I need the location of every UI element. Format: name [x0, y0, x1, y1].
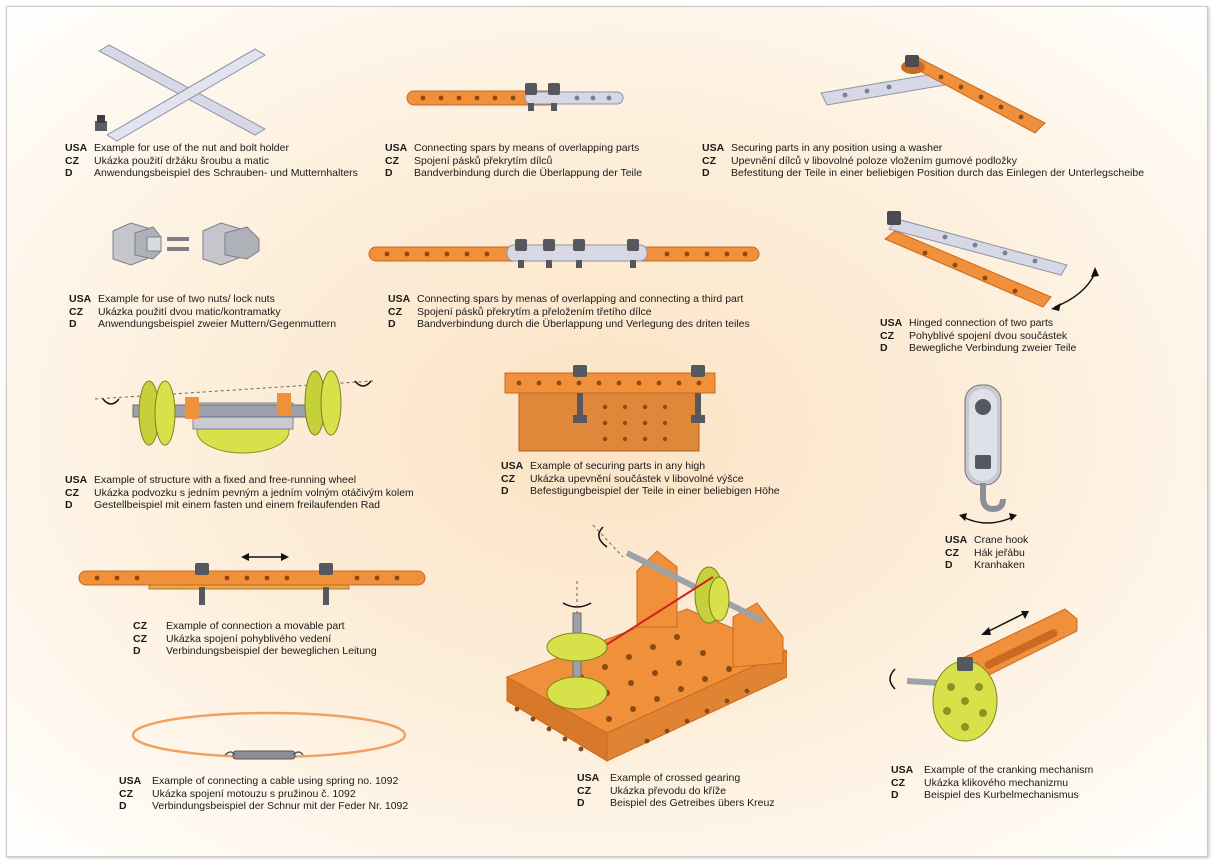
overlapping-spars-illustration — [406, 83, 624, 111]
lock-nuts-illustration — [112, 222, 260, 266]
three-part-connection-illustration — [368, 239, 760, 268]
height-securing-illustration — [504, 365, 716, 452]
crossed-gearing-illustration — [505, 524, 787, 762]
movable-part-illustration — [78, 553, 426, 605]
crane-hook-illustration — [959, 384, 1017, 524]
wheel-axle-illustration — [94, 370, 374, 454]
cranking-mechanism-illustration — [889, 608, 1078, 742]
washer-securing-illustration — [820, 55, 1046, 134]
cable-spring-illustration — [131, 711, 407, 760]
hinged-connection-illustration — [884, 211, 1099, 311]
crossed-spars-illustration — [95, 44, 267, 142]
